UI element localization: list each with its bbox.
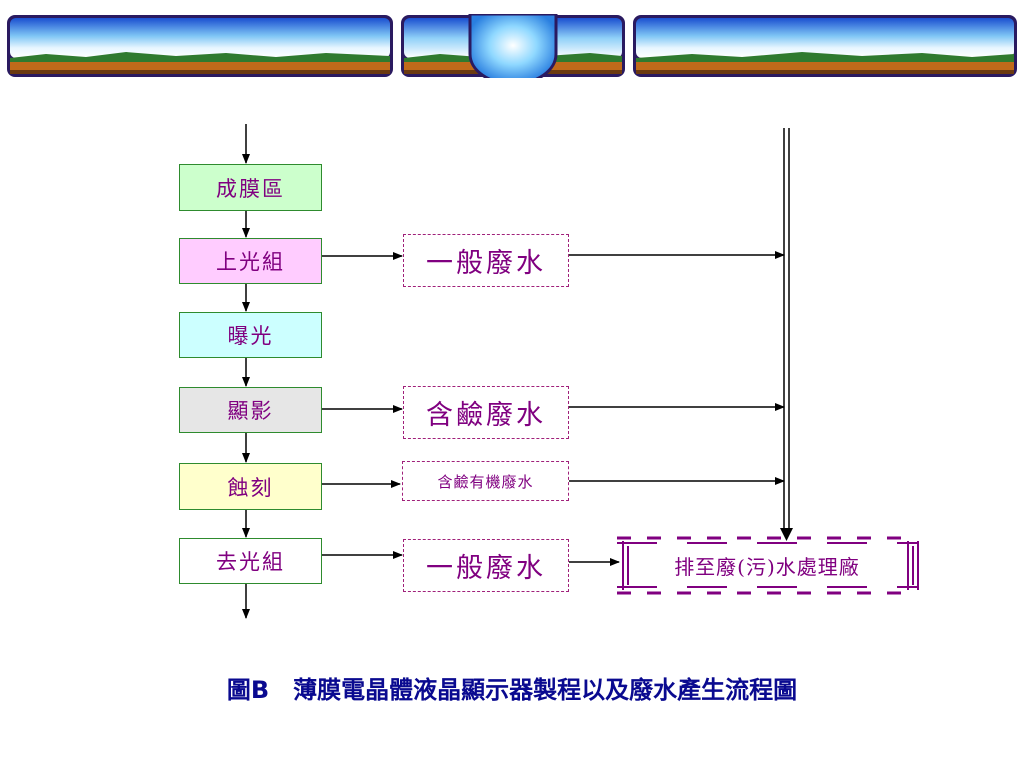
header-banner-center xyxy=(401,14,625,78)
step-photoresist-stripping: 去光組 xyxy=(179,538,322,584)
step-exposure: 曝光 xyxy=(179,312,322,358)
step-etching: 蝕刻 xyxy=(179,463,322,510)
header-banner-left xyxy=(7,15,393,77)
figure-caption: 圖B 薄膜電晶體液晶顯示器製程以及廢水產生流程圖 xyxy=(226,676,798,704)
plant-label: 排至廢(污)水處理廠 xyxy=(674,554,860,579)
collector-arrowhead xyxy=(780,528,793,541)
plant-frame xyxy=(617,536,919,595)
step-photoresist-coating: 上光組 xyxy=(179,238,322,284)
wastewater-treatment-plant: 排至廢(污)水處理廠 xyxy=(617,535,917,595)
waste-alkaline-organic: 含鹼有機廢水 xyxy=(402,461,569,501)
waste-general-1: 一般廢水 xyxy=(403,234,569,287)
header-banner-right xyxy=(633,15,1017,77)
waste-alkaline: 含鹼廢水 xyxy=(403,386,569,439)
step-film-deposition: 成膜區 xyxy=(179,164,322,211)
waste-general-2: 一般廢水 xyxy=(403,539,569,592)
step-development: 顯影 xyxy=(179,387,322,433)
